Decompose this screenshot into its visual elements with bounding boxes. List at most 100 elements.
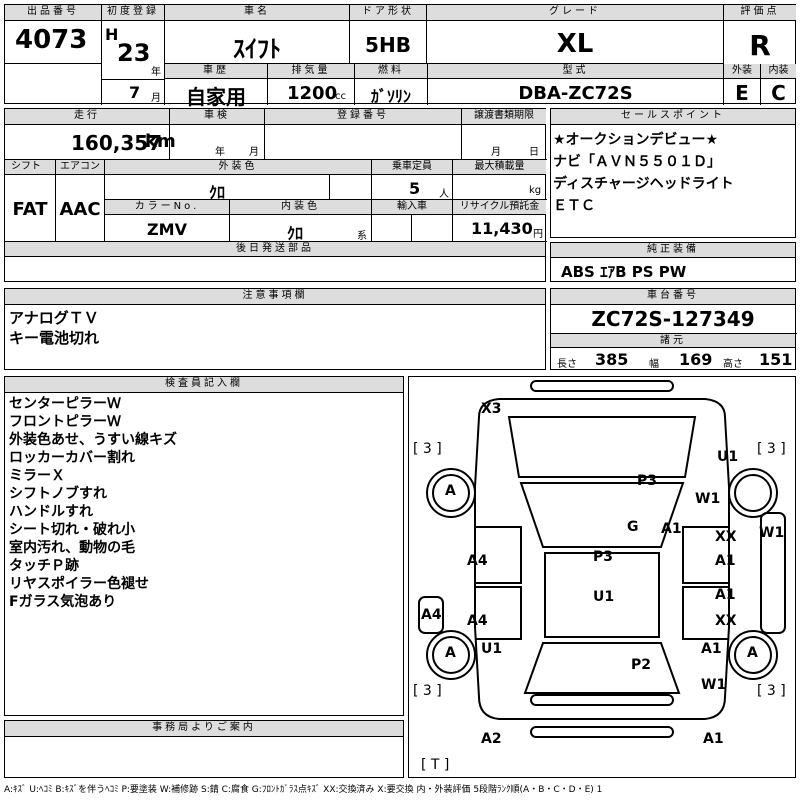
door-label: ドア形状 — [350, 5, 426, 21]
inspector-line-6: シフトノブすれ — [9, 486, 107, 502]
inspector-section: 検査員記入欄 センターピラーＷ フロントピラーＷ 外装色あせ、うすい線キズ ロッ… — [4, 376, 404, 716]
equipment-section: 純正装備 ABS ｴｱB PS PW — [550, 242, 796, 282]
mark-bracket-fr: [ 3 ] — [757, 441, 786, 457]
inspector-line-1: センターピラーＷ — [9, 396, 121, 412]
inspect-month-unit: 月 — [249, 147, 259, 158]
selling-label: セールスポイント — [551, 109, 795, 125]
mark-a-rr-wheel: A — [747, 645, 758, 661]
transfer-day-unit: 日 — [529, 147, 539, 158]
recycle-unit: 円 — [533, 229, 543, 240]
lot-number: 4073 — [15, 25, 88, 55]
mark-a4-front-door: A4 — [467, 553, 488, 569]
mark-u1-roof: U1 — [593, 589, 615, 605]
height-label: 高さ — [723, 359, 743, 370]
legend: A:ｷｽﾞ U:ﾍｺﾐ B:ｷｽﾞを伴うﾍｺﾐ P:要塗装 W:補修跡 S:錆 … — [4, 785, 603, 795]
height-value: 151 — [759, 350, 793, 369]
dims-label: 諸元 — [551, 334, 795, 348]
inspect-label: 車検 — [170, 109, 264, 125]
equipment-value: ABS ｴｱB PS PW — [561, 263, 687, 281]
selling-line-4: ＥＴＣ — [553, 198, 595, 214]
capacity: 5 — [409, 179, 421, 198]
car-name: ｽｲﾌﾄ — [233, 35, 281, 63]
width-label: 幅 — [649, 359, 659, 370]
inspector-line-4: ロッカーカバー割れ — [9, 450, 135, 466]
mark-w1-rear: W1 — [701, 677, 727, 693]
mark-u1-fr: U1 — [717, 449, 739, 465]
mileage: 160,357 — [71, 131, 163, 155]
disp-label: 排気量 — [268, 64, 354, 79]
office-section: 事務局よりご案内 — [4, 720, 404, 778]
mark-x3: X3 — [481, 401, 502, 417]
mark-xx-lower: XX — [715, 613, 737, 629]
mark-p3-hood: P3 — [637, 473, 658, 489]
mark-w1-front: W1 — [695, 491, 721, 507]
mark-a1-rr: A1 — [701, 641, 722, 657]
displacement: 1200 — [287, 83, 338, 104]
fuel-label: 燃料 — [355, 64, 427, 79]
mark-a-fl-wheel: A — [445, 483, 456, 499]
mark-bracket-rr: [ 3 ] — [757, 683, 786, 699]
recycle-fee: 11,430 — [471, 219, 533, 238]
length-value: 385 — [595, 350, 629, 369]
mark-p2: P2 — [631, 657, 652, 673]
mark-a2: A2 — [481, 731, 502, 747]
mark-a4-rear-door: A4 — [467, 613, 488, 629]
ac-label: エアコン — [56, 160, 104, 175]
inspector-line-3: 外装色あせ、うすい線キズ — [9, 432, 177, 448]
vehicle-info-section: 走行 160,357 km 車検 年 月 登録番号 譲渡書類期限 月 日 シフト… — [4, 108, 547, 282]
grade: XL — [556, 29, 594, 59]
selling-line-1: ★オークションデビュー★ — [553, 132, 719, 148]
disp-unit: cc — [335, 91, 346, 102]
shift-label: シフト — [5, 160, 55, 175]
import-label: 輸入車 — [372, 200, 452, 215]
transfer-label: 譲渡書類期限 — [462, 109, 546, 125]
mark-a1-right-door: A1 — [715, 553, 736, 569]
selling-line-2: ナビ「ＡＶＮ５５０１Ｄ」 — [553, 154, 721, 170]
year-unit: 年 — [151, 67, 161, 78]
mark-p3-roof: P3 — [593, 549, 614, 565]
capacity-label: 乗車定員 — [372, 160, 452, 175]
notes-section: 注意事項欄 アナログＴＶ キー電池切れ — [4, 288, 546, 370]
chassis-section: 車台番号 ZC72S-127349 諸元 長さ 385 幅 169 高さ 151 — [550, 288, 797, 370]
inspector-line-11: リヤスポイラー色褪せ — [9, 576, 149, 592]
name-label: 車名 — [165, 5, 349, 21]
month-unit: 月 — [151, 93, 161, 104]
load-unit: kg — [529, 185, 542, 196]
inspector-line-7: ハンドルすれ — [9, 504, 93, 520]
mark-bracket-rl: [ 3 ] — [413, 683, 442, 699]
equipment-label: 純正装備 — [551, 243, 795, 258]
fuel: ｶﾞｿﾘﾝ — [370, 87, 411, 106]
colorno-label: カラーNo. — [105, 200, 229, 215]
mark-a1-fender: A1 — [661, 521, 682, 537]
ext-label: 外装 — [724, 64, 760, 79]
ext-score: E — [735, 81, 749, 105]
aircon: AAC — [59, 199, 101, 220]
int-color: ｸﾛ — [286, 224, 303, 243]
office-label: 事務局よりご案内 — [5, 721, 403, 737]
mark-w1-mirror: W1 — [759, 525, 785, 541]
selling-line-3: ディスチャージヘッドライト — [553, 176, 734, 192]
inspect-year-unit: 年 — [215, 147, 225, 158]
header-section: 出品番号 4073 初度登録 H 23 年 7 月 車名 ｽｲﾌﾄ ドア形状 5… — [4, 4, 796, 109]
selling-points-section: セールスポイント ★オークションデビュー★ ナビ「ＡＶＮ５５０１Ｄ」 ディスチャ… — [550, 108, 796, 238]
capacity-unit: 人 — [439, 189, 449, 200]
model: DBA-ZC72S — [518, 83, 633, 104]
mileage-unit: km — [145, 131, 176, 152]
recycle-label: リサイクル預託金 — [453, 200, 546, 215]
mark-a1-rear-bumper: A1 — [703, 731, 724, 747]
intcolor-label: 内装色 — [230, 200, 371, 215]
inspector-line-10: タッチＰ跡 — [9, 558, 79, 574]
int-score: C — [771, 81, 786, 105]
inspector-line-2: フロントピラーＷ — [9, 414, 121, 430]
inspector-line-12: Fガラス気泡あり — [9, 594, 117, 610]
transfer-month-unit: 月 — [491, 147, 501, 158]
notes-line-1: アナログＴＶ — [9, 309, 99, 327]
chassis-number: ZC72S-127349 — [591, 307, 755, 331]
score-label: 評価点 — [724, 5, 796, 21]
era: H — [105, 25, 119, 44]
model-label: 型式 — [428, 64, 723, 79]
mark-bracket-t: [ T ] — [421, 757, 450, 773]
inspector-line-8: シート切れ・破れ小 — [9, 522, 135, 538]
color-label: 外装色 — [105, 160, 371, 175]
mark-a4-mirror: A4 — [421, 607, 442, 623]
